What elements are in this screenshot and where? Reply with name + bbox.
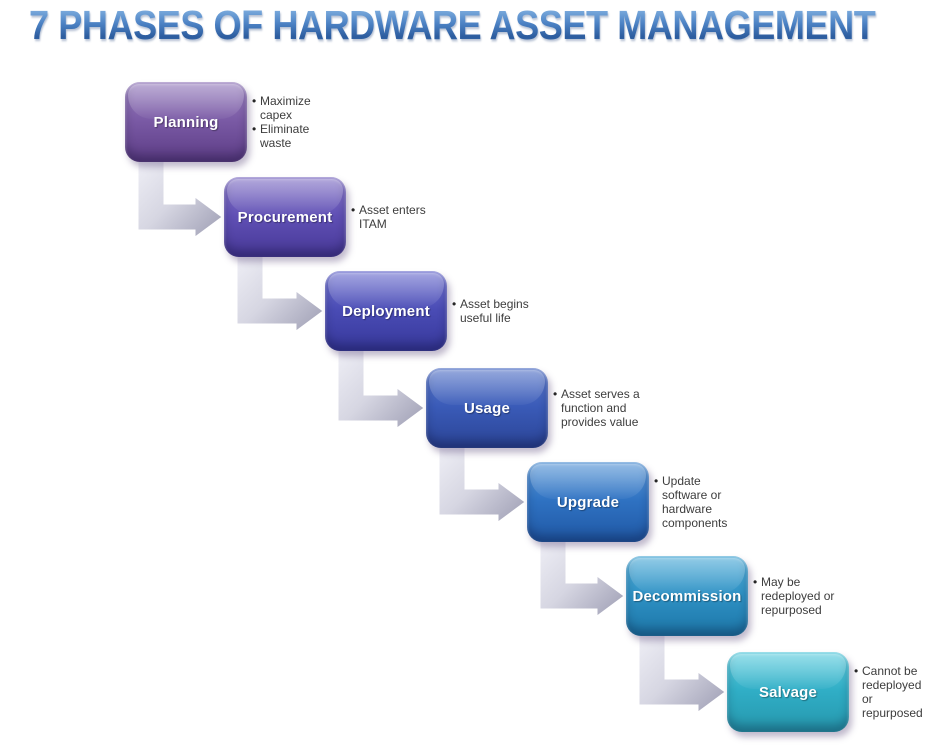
phase-notes-salvage: •Cannot be redeployed or repurposed bbox=[854, 652, 932, 732]
phase-box-deployment: Deployment bbox=[325, 271, 447, 351]
phase-notes-planning: •Maximize capex•Eliminate waste bbox=[252, 82, 354, 162]
note-text: Maximize capex bbox=[260, 94, 311, 122]
note-bullet: •Cannot be redeployed or repurposed bbox=[854, 664, 923, 720]
phase-box-upgrade: Upgrade bbox=[527, 462, 649, 542]
note-text: Asset enters ITAM bbox=[359, 203, 426, 231]
bullet-dot: • bbox=[252, 94, 257, 108]
elbow-arrow-procurement-to-deployment bbox=[236, 242, 324, 332]
phase-box-planning: Planning bbox=[125, 82, 247, 162]
phase-notes-deployment: •Asset begins useful life bbox=[452, 271, 554, 351]
phase-box-decommission: Decommission bbox=[626, 556, 748, 636]
page-title: 7 PHASES OF HARDWARE ASSET MANAGEMENT bbox=[29, 2, 876, 48]
phase-notes-usage: •Asset serves a function and provides va… bbox=[553, 368, 655, 448]
elbow-arrow-usage-to-upgrade bbox=[438, 433, 526, 523]
note-bullet: •Asset serves a function and provides va… bbox=[553, 387, 640, 429]
note-text: Asset begins useful life bbox=[460, 297, 529, 325]
elbow-arrow-deployment-to-usage bbox=[337, 336, 425, 429]
phase-box-procurement: Procurement bbox=[224, 177, 346, 257]
note-bullet: •Update software or hardware components bbox=[654, 474, 727, 530]
phase-label-salvage: Salvage bbox=[758, 683, 818, 701]
note-bullet: •May be redeployed or repurposed bbox=[753, 575, 834, 617]
phase-box-salvage: Salvage bbox=[727, 652, 849, 732]
bullet-dot: • bbox=[654, 474, 659, 488]
note-bullet: •Eliminate waste bbox=[252, 122, 311, 150]
note-bullet: •Asset enters ITAM bbox=[351, 203, 426, 231]
note-text: May be redeployed or repurposed bbox=[761, 575, 835, 617]
phase-label-usage: Usage bbox=[463, 399, 511, 417]
bullet-dot: • bbox=[854, 664, 859, 678]
elbow-arrow-planning-to-procurement bbox=[137, 147, 223, 238]
elbow-arrow-decommission-to-salvage bbox=[638, 621, 726, 713]
note-text: Cannot be redeployed or repurposed bbox=[862, 664, 923, 720]
elbow-arrow-upgrade-to-decommission bbox=[539, 527, 625, 617]
phase-box-usage: Usage bbox=[426, 368, 548, 448]
bullet-dot: • bbox=[252, 122, 257, 136]
phase-label-decommission: Decommission bbox=[632, 587, 742, 605]
bullet-dot: • bbox=[553, 387, 558, 401]
note-bullet: •Maximize capex bbox=[252, 94, 311, 122]
bullet-dot: • bbox=[753, 575, 758, 589]
phase-label-upgrade: Upgrade bbox=[556, 493, 620, 511]
note-text: Eliminate waste bbox=[260, 122, 310, 150]
phase-notes-procurement: •Asset enters ITAM bbox=[351, 177, 453, 257]
note-text: Update software or hardware components bbox=[662, 474, 728, 530]
bullet-dot: • bbox=[452, 297, 457, 311]
note-text: Asset serves a function and provides val… bbox=[561, 387, 640, 429]
phase-label-procurement: Procurement bbox=[237, 208, 333, 226]
phase-label-planning: Planning bbox=[153, 113, 219, 131]
bullet-dot: • bbox=[351, 203, 356, 217]
phase-notes-decommission: •May be redeployed or repurposed bbox=[753, 556, 855, 636]
phase-label-deployment: Deployment bbox=[342, 302, 430, 320]
phase-notes-upgrade: •Update software or hardware components bbox=[654, 462, 756, 542]
note-bullet: •Asset begins useful life bbox=[452, 297, 529, 325]
